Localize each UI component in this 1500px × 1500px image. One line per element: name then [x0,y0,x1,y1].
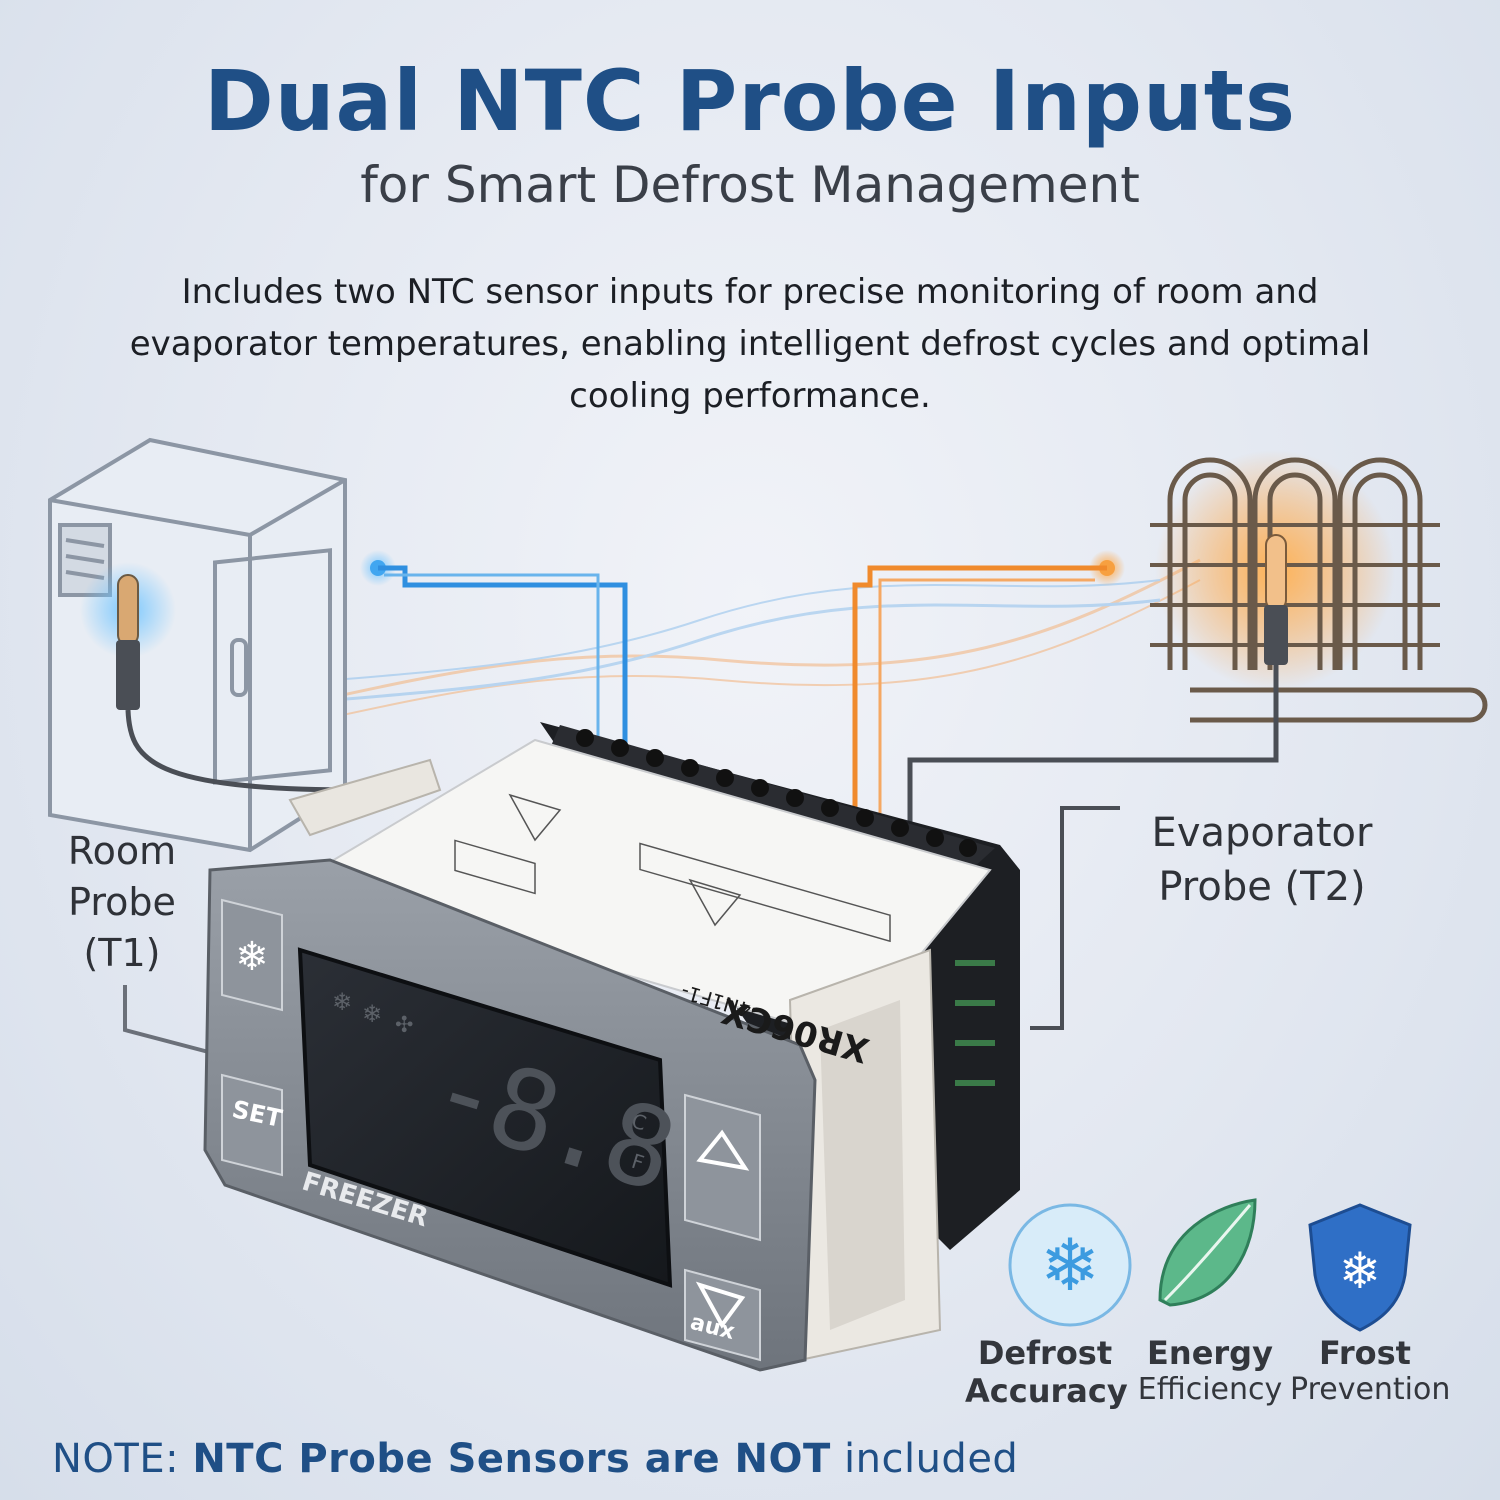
up-button[interactable] [684,1093,761,1242]
set-button[interactable] [221,1073,283,1177]
terminal-block [576,729,977,857]
page-subtitle: for Smart Defrost Management [360,156,1140,214]
room-probe-line-2: Probe [68,880,176,924]
feature-defrost-accuracy: Defrost Accuracy [965,1334,1128,1410]
down-arrow-icon [695,1281,746,1329]
svg-text:❄: ❄ [1339,1242,1381,1300]
page-title: Dual NTC Probe Inputs [204,52,1296,150]
note-emphasis: NTC Probe Sensors are NOT [192,1436,831,1482]
feature-title: Frost [1319,1334,1411,1372]
note-suffix: included [844,1436,1019,1482]
shield-icon: ❄ [1308,1203,1412,1332]
evap-probe-line-1: Evaporator [1151,810,1373,856]
feature-frost-prevention: Frost Prevention [1290,1334,1451,1407]
fan-indicator-icon: ✣ [395,1013,413,1038]
evap-probe-line-2: Probe (T2) [1158,864,1366,910]
feature-subtitle: Accuracy [965,1372,1128,1410]
svg-text:❄: ❄ [1040,1223,1100,1307]
feature-subtitle: Prevention [1290,1372,1451,1407]
evaporator-coil-icon [1150,457,1488,723]
feature-energy-efficiency: Energy Efficiency [1135,1334,1285,1407]
description-text: Includes two NTC sensor inputs for preci… [129,272,1371,416]
feature-subtitle: Efficiency [1137,1372,1283,1407]
footer-note: NOTE: NTC Probe Sensors are NOT included [52,1436,1018,1482]
evaporator-probe-wire [852,550,1125,830]
defrost-button[interactable] [221,898,283,1012]
evap-label-leader [1030,806,1120,1030]
snowflake-icon: ❄ [1008,1203,1132,1327]
room-probe-wire [360,550,628,760]
room-probe-icon [116,574,361,793]
note-prefix: NOTE: [52,1436,180,1482]
evaporator-probe-icon [907,534,1288,860]
snowflake-drop-icon: ❄ [235,934,269,980]
cold-room-icon [48,437,347,853]
room-probe-line-3: (T1) [83,931,161,975]
evaporator-probe-label: Evaporator Probe (T2) [1112,806,1412,914]
controller-unit: ❄ ❄ ❄ ✣ [203,722,1020,1372]
room-label-leader [123,985,221,1057]
room-probe-label: Room Probe (T1) [42,826,202,979]
leaf-icon [1158,1198,1257,1307]
up-arrow-icon [696,1129,750,1171]
room-probe-line-1: Room [67,829,177,873]
defrost-indicator-icon: ❄ [332,988,352,1016]
compressor-indicator-icon: ❄ [362,1000,382,1028]
feature-title: Defrost [977,1334,1113,1372]
feature-title: Energy [1147,1334,1273,1372]
